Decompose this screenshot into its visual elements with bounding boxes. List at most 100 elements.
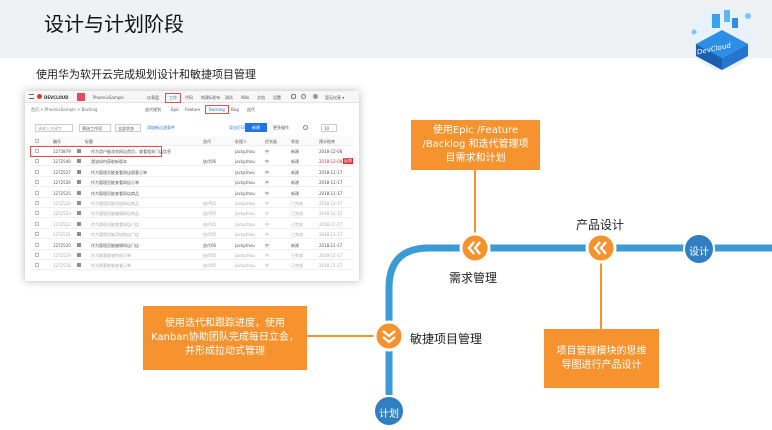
row-status: 已完成 bbox=[291, 211, 303, 217]
bell-icon[interactable] bbox=[291, 94, 296, 99]
row-checkbox[interactable] bbox=[35, 159, 39, 164]
add-filter-link[interactable]: 添加新过滤条件 bbox=[147, 125, 175, 130]
row-checkbox[interactable] bbox=[35, 232, 39, 237]
row-due: 2018-12-08 bbox=[319, 159, 343, 165]
row-checkbox[interactable] bbox=[35, 242, 39, 247]
nav-item-overview[interactable]: 仪表盘 bbox=[147, 95, 159, 100]
row-checkbox[interactable] bbox=[35, 180, 39, 185]
row-id: 1272527 bbox=[53, 169, 71, 175]
row-checkbox[interactable] bbox=[35, 253, 39, 257]
row-title[interactable]: 作为用户能浏览网店首页，查看相关门店信息 bbox=[91, 149, 171, 154]
row-owner: jackyzhou bbox=[235, 149, 255, 154]
row-due: 2018-11-17 bbox=[319, 242, 343, 248]
row-title[interactable]: 作为管理员能添加网店门店 bbox=[91, 232, 139, 238]
card-kanban-text: 使用迭代和跟踪进度，使用Kanban协助团队完成每日立会，并形成拉动式管理 bbox=[151, 318, 299, 357]
overdue-badge: 延期 bbox=[343, 158, 353, 165]
row-id: 1273879 bbox=[53, 149, 71, 154]
page-title: 设计与计划阶段 bbox=[44, 12, 184, 36]
row-owner: jackyzhou bbox=[235, 201, 255, 206]
row-owner: jackyzhou bbox=[235, 263, 255, 269]
select-all-checkbox[interactable] bbox=[35, 139, 39, 143]
nav-item-build[interactable]: 构建&发布 bbox=[201, 95, 221, 100]
row-due: 2018-11-17 bbox=[319, 169, 343, 175]
row-priority: 中 bbox=[265, 159, 269, 165]
design-circle[interactable] bbox=[683, 233, 715, 265]
settings-icon[interactable] bbox=[303, 125, 308, 130]
row-checkbox[interactable] bbox=[35, 201, 39, 205]
top-nav: DEVCLOUD PhoenixSample 仪表盘 工作 代码 构建&发布 测… bbox=[25, 91, 359, 103]
row-checkbox[interactable] bbox=[35, 149, 39, 153]
menu-icon[interactable] bbox=[29, 94, 34, 99]
tab-iteration-plan[interactable]: 迭代规划 bbox=[145, 107, 161, 112]
plan-circle[interactable] bbox=[373, 395, 405, 427]
row-status: 已完成 bbox=[291, 221, 303, 227]
nav-item-code[interactable]: 代码 bbox=[185, 95, 193, 100]
row-checkbox[interactable] bbox=[35, 169, 39, 174]
row-iteration: 迭代05 bbox=[203, 201, 217, 206]
page-size-select[interactable]: 10 bbox=[321, 124, 337, 132]
tab-bug[interactable]: Bug bbox=[231, 107, 239, 112]
tab-backlog[interactable]: Backlog bbox=[205, 105, 229, 114]
milestone-agile-icon[interactable] bbox=[373, 320, 405, 352]
row-title[interactable]: 作为顾客能够完成订单 bbox=[91, 253, 131, 258]
breadcrumb: 首页 > PhoenixSample > Backlog bbox=[31, 107, 98, 112]
row-id: 1272522 bbox=[53, 221, 71, 227]
label-product-design: 产品设计 bbox=[576, 218, 625, 232]
milestone-requirements-icon[interactable] bbox=[459, 232, 491, 264]
row-checkbox[interactable] bbox=[35, 263, 39, 268]
col-iteration: 迭代 bbox=[203, 139, 211, 144]
export-link[interactable]: 导出打印 bbox=[229, 125, 245, 130]
row-title[interactable]: 作为管理员能查看网店顾客订单 bbox=[91, 169, 147, 175]
more-actions[interactable]: 更多操作 bbox=[273, 125, 289, 130]
row-priority: 中 bbox=[265, 149, 269, 154]
tab-feature[interactable]: Feature bbox=[185, 107, 201, 112]
tab-sprint[interactable]: 迭代 bbox=[247, 107, 255, 112]
row-title[interactable]: 作为管理员能查看网店门店 bbox=[91, 221, 139, 227]
row-title[interactable]: 作为管理员能查看网店订单 bbox=[91, 180, 139, 186]
help-icon[interactable] bbox=[301, 94, 306, 99]
row-checkbox[interactable] bbox=[35, 211, 39, 216]
card-kanban: 使用迭代和跟踪进度，使用Kanban协助团队完成每日立会，并形成拉动式管理 bbox=[143, 306, 307, 370]
status-select[interactable]: 全部状态 bbox=[115, 124, 141, 132]
user-menu[interactable]: 暂无仪表 ▾ bbox=[325, 95, 345, 100]
row-checkbox[interactable] bbox=[35, 190, 39, 195]
row-iteration: 迭代05 bbox=[203, 211, 217, 217]
row-title[interactable]: 作为管理员能添加网店商品 bbox=[91, 201, 139, 206]
nav-item-settings[interactable]: 设置 bbox=[273, 95, 281, 100]
row-title[interactable]: 我该如何获取新版本 bbox=[91, 159, 127, 165]
row-priority: 中 bbox=[265, 242, 269, 248]
nav-item-wiki[interactable]: Wiki bbox=[241, 95, 250, 100]
row-checkbox[interactable] bbox=[35, 221, 39, 226]
row-title[interactable]: 作为管理员能编辑网店商品 bbox=[91, 211, 139, 217]
filter-select[interactable]: 筛选工作项 bbox=[79, 124, 111, 132]
row-status: 已完成 bbox=[291, 232, 303, 238]
row-due: 2018-11-17 bbox=[319, 211, 343, 217]
project-selector[interactable]: PhoenixSample bbox=[93, 95, 124, 100]
row-title[interactable]: 作为管理员能编辑网店门店 bbox=[91, 242, 139, 248]
tab-epic[interactable]: Epic bbox=[171, 107, 180, 112]
row-id: 1272521 bbox=[53, 232, 71, 238]
search-input[interactable]: 请输入关键字 bbox=[35, 124, 73, 132]
row-title[interactable]: 作为顾客能够查看订单 bbox=[91, 263, 131, 269]
milestone-product-design-icon[interactable] bbox=[585, 232, 617, 264]
nav-item-docs[interactable]: 文档 bbox=[257, 95, 265, 100]
nav-item-work[interactable]: 工作 bbox=[165, 93, 181, 103]
design-circle-label: 设计 bbox=[689, 247, 709, 258]
new-button[interactable]: 新建 bbox=[245, 123, 267, 132]
avatar[interactable] bbox=[313, 94, 318, 99]
row-iteration: 迭代05 bbox=[203, 253, 217, 258]
nav-item-test[interactable]: 测试 bbox=[225, 95, 233, 100]
row-title[interactable]: 作为管理员能查看网店商品 bbox=[91, 190, 139, 196]
